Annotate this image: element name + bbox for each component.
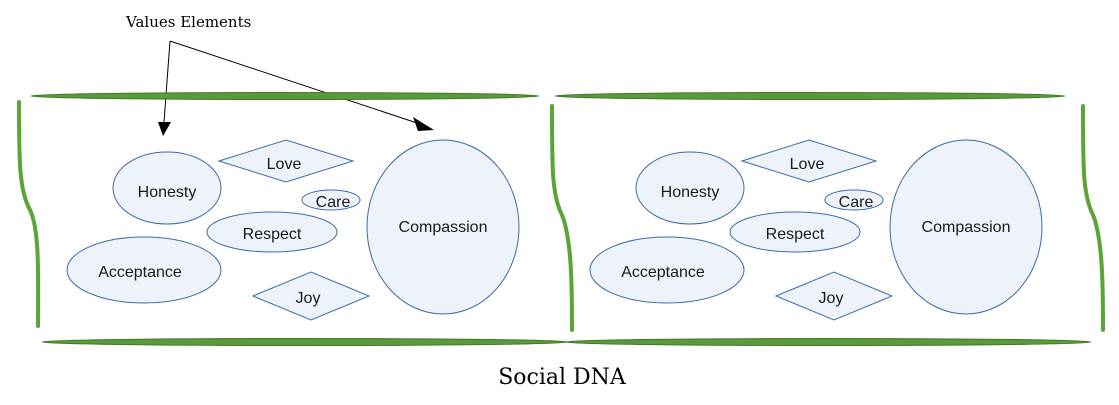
- top-strand-left: [30, 92, 540, 100]
- compassion-label: Compassion: [922, 219, 1011, 236]
- annotation-arrows: [158, 40, 434, 136]
- joy-label: Joy: [819, 290, 844, 307]
- respect-ellipse: [729, 211, 861, 253]
- bottom-strand-left: [41, 338, 569, 346]
- values-group-right: Honesty Love Care Respect Compassion Acc…: [589, 139, 1043, 321]
- arrow-head-compassion: [413, 117, 434, 131]
- honesty-label: Honesty: [661, 184, 720, 201]
- love-diamond: [217, 139, 355, 183]
- acceptance-ellipse: [589, 236, 745, 304]
- joy-diamond: [774, 271, 894, 321]
- compassion-label: Compassion: [399, 219, 488, 236]
- compassion-ellipse: [889, 139, 1043, 315]
- love-label: Love: [790, 156, 825, 173]
- care-ellipse: [824, 189, 884, 211]
- honesty-label: Honesty: [138, 184, 197, 201]
- top-strand-right: [554, 92, 1066, 100]
- love-diamond: [740, 139, 878, 183]
- care-label: Care: [316, 194, 351, 211]
- respect-label: Respect: [766, 226, 825, 243]
- compassion-ellipse: [366, 139, 520, 315]
- arrow-to-honesty: [163, 40, 171, 123]
- acceptance-ellipse: [66, 236, 222, 304]
- acceptance-label: Acceptance: [98, 264, 182, 281]
- respect-label: Respect: [243, 226, 302, 243]
- rung-middle: [550, 104, 574, 332]
- arrow-to-compassion: [169, 40, 421, 125]
- respect-ellipse: [206, 211, 338, 253]
- honesty-ellipse: [635, 151, 745, 225]
- arrow-head-honesty: [158, 122, 171, 136]
- diagram-caption: Social DNA: [498, 365, 627, 390]
- values-elements-label: Values Elements: [125, 13, 251, 31]
- bottom-strand-right: [564, 338, 1092, 346]
- joy-diamond: [251, 271, 371, 321]
- values-group-left: Honesty Love Care Respect Compassion Acc…: [66, 139, 520, 321]
- joy-label: Joy: [296, 290, 321, 307]
- care-ellipse: [301, 189, 361, 211]
- dna-strands: [30, 92, 1092, 346]
- rung-right: [1081, 104, 1105, 332]
- dna-rungs: [17, 100, 1105, 332]
- honesty-ellipse: [112, 151, 222, 225]
- care-label: Care: [839, 194, 874, 211]
- rung-left: [17, 100, 41, 328]
- acceptance-label: Acceptance: [621, 264, 705, 281]
- love-label: Love: [267, 156, 302, 173]
